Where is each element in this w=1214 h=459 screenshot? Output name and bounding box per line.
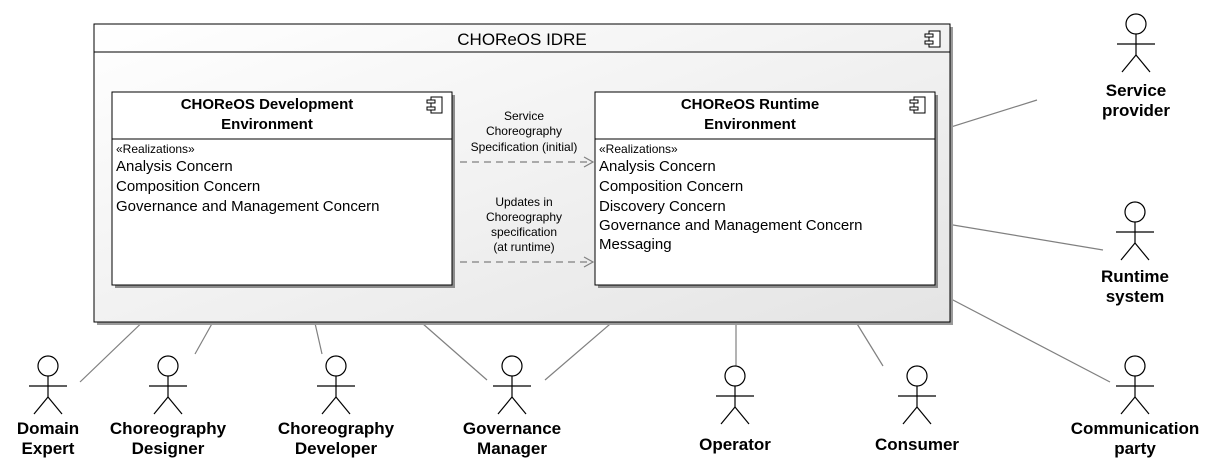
stick-figure-icon bbox=[898, 365, 936, 425]
actor-label: Designer bbox=[132, 439, 205, 458]
dev-env-stereotype: «Realizations» bbox=[116, 142, 195, 156]
flow-label-line: Choreography bbox=[486, 124, 562, 138]
actor-label: Consumer bbox=[875, 435, 959, 454]
runtime-env-item: Governance and Management Concern bbox=[599, 217, 863, 234]
runtime-env-item: Analysis Concern bbox=[599, 158, 716, 175]
dev-env-component: CHOReOS Development Environment «Realiza… bbox=[111, 91, 455, 288]
dependency-arrow-initial: Service Choreography Specification (init… bbox=[460, 109, 595, 168]
actor-label: Governance bbox=[463, 419, 561, 438]
component-icon bbox=[924, 30, 941, 48]
dev-env-item: Governance and Management Concern bbox=[116, 198, 380, 215]
actor-label: party bbox=[1114, 439, 1156, 458]
actor-service-provider: Service provider bbox=[1102, 13, 1170, 120]
runtime-env-stereotype: «Realizations» bbox=[599, 142, 678, 156]
flow-label-line: specification bbox=[491, 225, 557, 239]
runtime-env-title-2: Environment bbox=[704, 116, 796, 133]
runtime-env-component: CHOReOS Runtime Environment «Realization… bbox=[594, 91, 938, 288]
actor-label: Operator bbox=[699, 435, 771, 454]
actor-choreography-designer: Choreography Designer bbox=[110, 355, 227, 458]
stick-figure-icon bbox=[1116, 355, 1154, 415]
actor-operator: Operator bbox=[699, 365, 771, 454]
stick-figure-icon bbox=[716, 365, 754, 425]
stick-figure-icon bbox=[1117, 13, 1155, 73]
stick-figure-icon bbox=[493, 355, 531, 415]
flow-label-line: Service bbox=[504, 109, 544, 123]
stick-figure-icon bbox=[149, 355, 187, 415]
component-icon bbox=[426, 96, 443, 114]
dev-env-title-1: CHOReOS Development bbox=[181, 96, 354, 113]
actor-label: Choreography bbox=[278, 419, 395, 438]
flow-label-line: Updates in bbox=[495, 195, 552, 209]
component-icon bbox=[909, 96, 926, 114]
dependency-arrow-updates: Updates in Choreography specification (a… bbox=[460, 195, 595, 268]
runtime-env-item: Messaging bbox=[599, 236, 672, 253]
actor-governance-manager: Governance Manager bbox=[463, 355, 561, 458]
actor-label: Expert bbox=[22, 439, 75, 458]
actor-runtime-system: Runtime system bbox=[1101, 201, 1169, 306]
actor-consumer: Consumer bbox=[875, 365, 959, 454]
actor-label: Choreography bbox=[110, 419, 227, 438]
actor-choreography-developer: Choreography Developer bbox=[278, 355, 395, 458]
actor-label: provider bbox=[1102, 101, 1170, 120]
dev-env-item: Analysis Concern bbox=[116, 158, 233, 175]
runtime-env-item: Composition Concern bbox=[599, 178, 743, 195]
actor-label: Service bbox=[1106, 81, 1167, 100]
actor-label: Developer bbox=[295, 439, 378, 458]
actor-communication-party: Communication party bbox=[1071, 355, 1199, 458]
runtime-env-item: Discovery Concern bbox=[599, 198, 726, 215]
actor-label: Domain bbox=[17, 419, 79, 438]
runtime-env-title-1: CHOReOS Runtime bbox=[681, 96, 819, 113]
stick-figure-icon bbox=[1116, 201, 1154, 261]
actor-label: Runtime bbox=[1101, 267, 1169, 286]
actor-label: Communication bbox=[1071, 419, 1199, 438]
actor-label: Manager bbox=[477, 439, 547, 458]
actor-label: system bbox=[1106, 287, 1165, 306]
dev-env-title-2: Environment bbox=[221, 116, 313, 133]
dev-env-item: Composition Concern bbox=[116, 178, 260, 195]
stick-figure-icon bbox=[29, 355, 67, 415]
actor-domain-expert: Domain Expert bbox=[17, 355, 79, 458]
container-title: CHOReOS IDRE bbox=[457, 30, 586, 49]
flow-label-line: (at runtime) bbox=[493, 240, 554, 254]
flow-label-line: Specification (initial) bbox=[471, 140, 578, 154]
flow-label-line: Choreography bbox=[486, 210, 562, 224]
stick-figure-icon bbox=[317, 355, 355, 415]
